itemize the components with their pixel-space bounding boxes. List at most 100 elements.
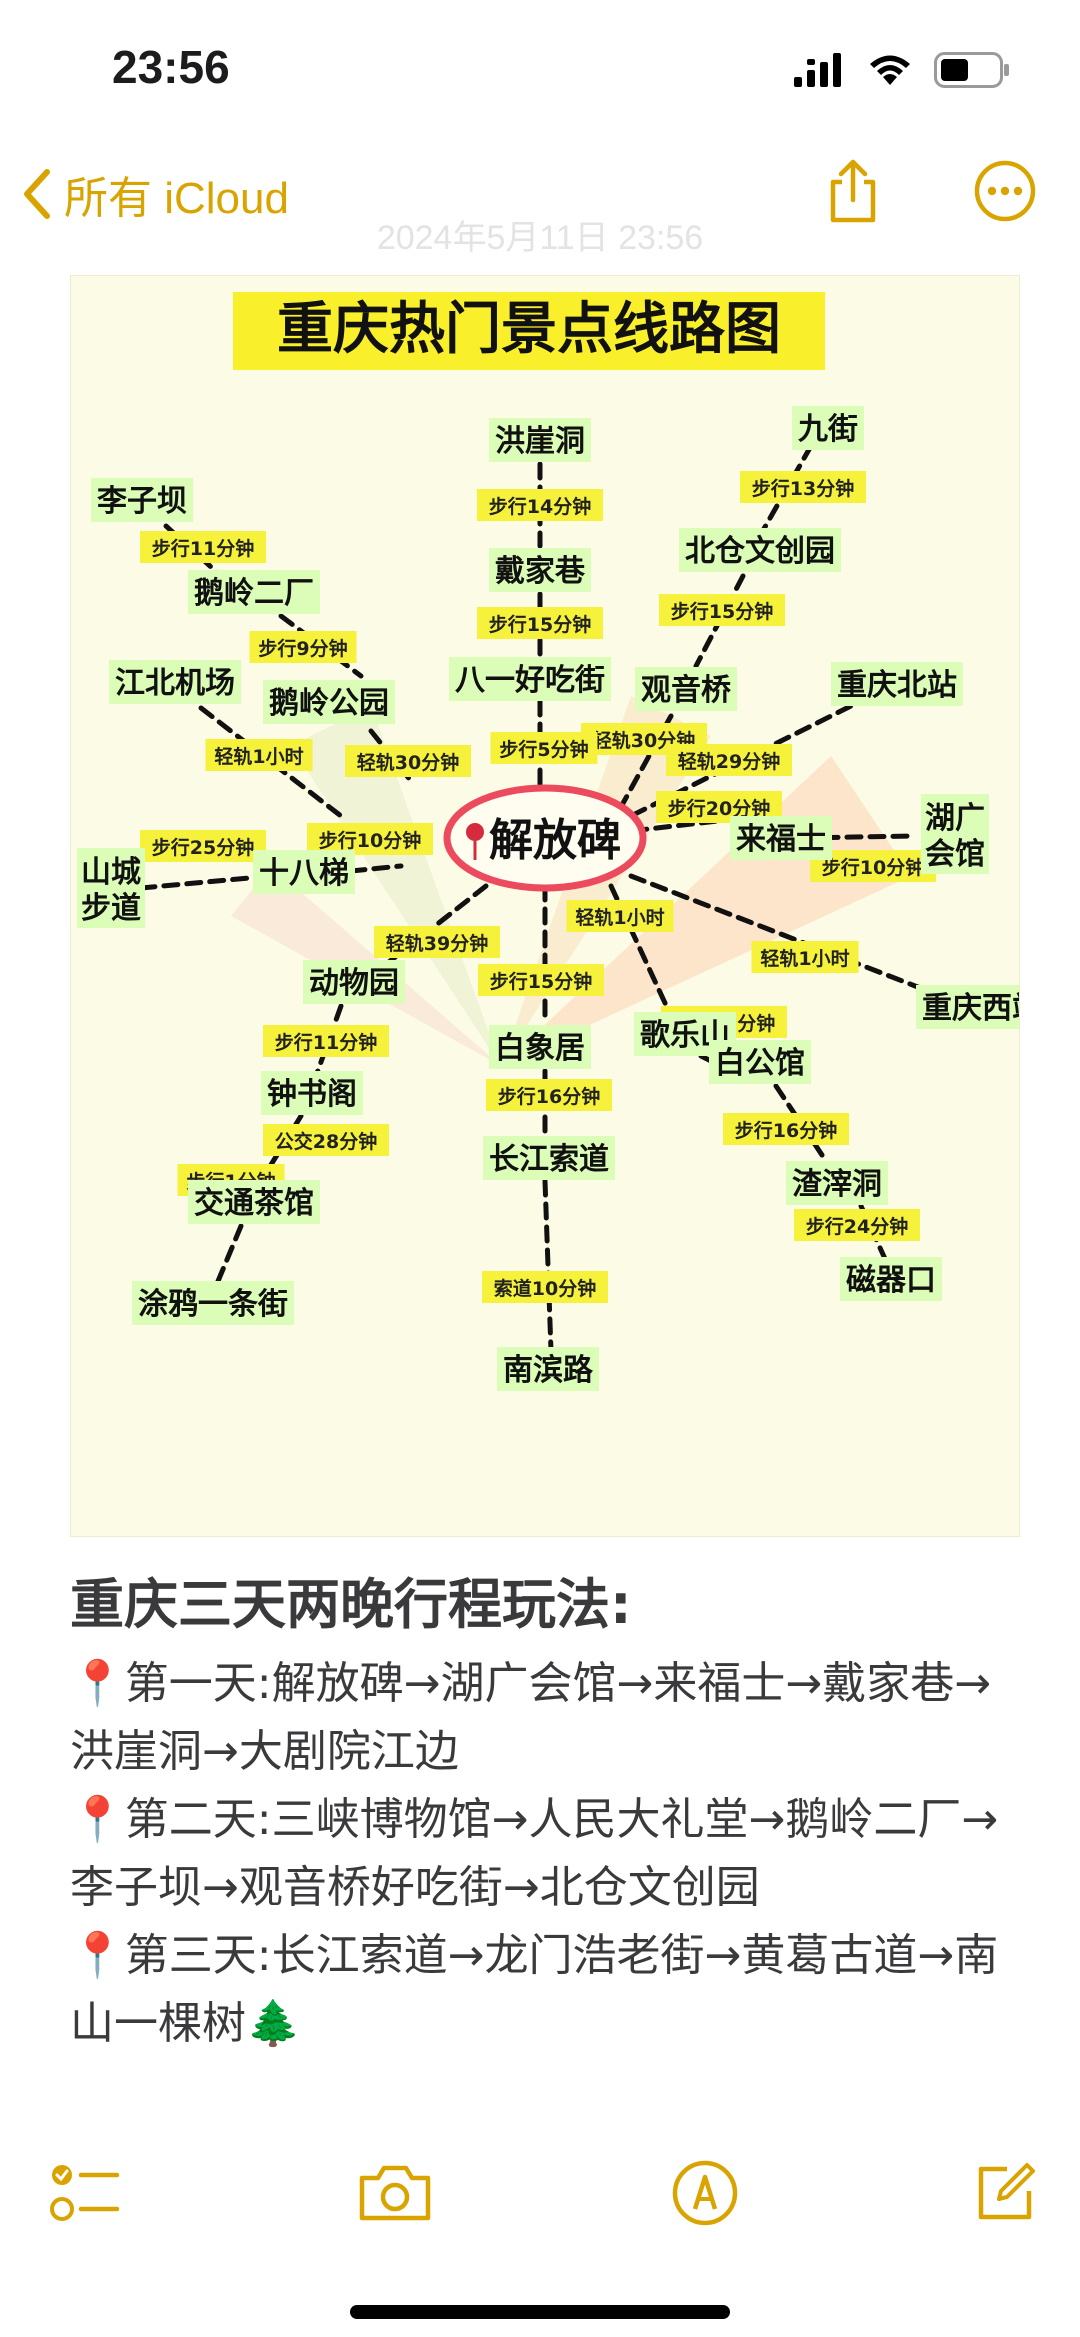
battery-icon [934,52,1009,88]
map-title-background [233,292,825,370]
segment-label-bg-18 [566,900,674,932]
station-label-baixiangju: 白象居 [495,1031,585,1066]
station-bg-baigongguan [709,1040,811,1084]
station-label-daijiaxiang: 戴家巷 [495,554,586,589]
station-label-huguang: 湖广 [925,801,985,836]
camera-button[interactable] [350,2148,440,2238]
camera-icon [359,2165,431,2221]
station-bg-jiangbei [109,660,241,704]
segment-label-bg-7 [205,739,313,771]
station-bg-tuya [132,1281,294,1325]
segment-label-bg-12 [140,830,266,862]
segment-label-bg-10 [666,744,792,776]
station-label-lizba: 李子坝 [97,484,187,519]
station-label-shancheng: 山城 [81,855,141,890]
segment-label-10: 轻轨29分钟 [678,750,780,773]
station-bg-shancheng [77,848,145,928]
station-bg-bayi [449,657,611,701]
station-label-laifushi: 来福士 [736,822,826,857]
station-label-baigongguan: 白公馆 [715,1046,805,1081]
background-decoration-2 [291,706,501,1066]
checklist-button[interactable] [40,2148,130,2238]
segment-label-bg-23 [263,1124,389,1156]
segment-label-bg-9 [490,732,598,764]
segment-label-12: 步行25分钟 [152,836,254,859]
station-bg-huguang [921,794,989,874]
segment-label-bg-3 [659,594,785,626]
station-label-jiaotong: 交通茶馆 [194,1186,314,1221]
station-label-nanbin: 南滨路 [503,1353,594,1388]
segment-label-bg-26 [482,1271,608,1303]
station-bg-lizba [91,478,193,522]
station-label-eling2: 鹅岭二厂 [194,576,314,611]
back-label: 所有 iCloud [64,174,289,223]
segment-label-0: 步行14分钟 [489,495,591,518]
route-line-8 [613,713,674,819]
map-title: 重庆热门景点线路图 [277,297,781,362]
station-bg-hongyadong [489,418,591,462]
station-label-jiujie: 九街 [798,412,858,447]
station-label-ciqikou: 磁器口 [846,1263,936,1298]
more-icon [974,160,1036,222]
segment-label-bg-16 [374,926,500,958]
markup-button[interactable] [660,2148,750,2238]
station-bg-guanyinqiao [635,667,737,711]
station-label-bayi: 八一好吃街 [455,663,605,698]
back-button[interactable]: 所有 iCloud [22,162,289,226]
segment-label-bg-20 [263,1025,389,1057]
station-label-zoo: 动物园 [309,966,399,1001]
station-bg-cqwest [916,985,1019,1029]
station-bg-daijiaxiang [489,548,591,592]
segment-label-bg-17 [478,964,604,996]
segment-label-13: 步行10分钟 [319,829,421,852]
segment-label-18: 轻轨1小时 [575,906,664,929]
compose-icon [978,2163,1035,2220]
share-button[interactable] [818,156,888,226]
station-label-cqnorth: 重庆北站 [837,668,957,703]
station-label-jiangbei: 江北机场 [115,666,235,701]
segment-label-bg-0 [477,489,603,521]
route-line-15 [628,873,944,999]
home-indicator[interactable] [350,2305,730,2319]
segment-label-11: 步行20分钟 [668,797,770,820]
segment-label-bg-24 [794,1209,920,1241]
pen-markup-icon [672,2160,738,2226]
note-body[interactable]: 📍第一天:解放碑→湖广会馆→来福士→戴家巷→洪崖洞→大剧院江边 📍第二天:三峡博… [70,1650,1020,2058]
chevron-left-icon [24,169,50,219]
station-label-changjiang: 长江索道 [489,1142,609,1177]
route-line-10 [628,693,874,819]
more-button[interactable] [970,156,1040,226]
station-bg-ciqikou [840,1257,942,1301]
station-bg-eling2 [188,570,320,614]
station-label-shibati: 十八梯 [259,856,349,891]
segment-label-17: 步行15分钟 [490,970,592,993]
station-label-zhongshuge: 钟书阁 [267,1077,357,1112]
segment-label-bg-4 [477,607,603,639]
segment-label-9: 步行5分钟 [499,738,588,761]
segment-label-bg-21 [486,1079,612,1111]
station-bg-elingpark [263,680,395,724]
station-bg-changjiang [483,1136,615,1180]
segment-label-14: 步行10分钟 [822,856,924,879]
segment-label-7: 轻轨1小时 [214,745,303,768]
station-label-zhazidong: 渣滓洞 [792,1167,882,1202]
checklist-icon [50,2165,120,2221]
segment-label-23: 公交28分钟 [275,1130,377,1153]
station-label-hongyadong: 洪崖洞 [495,424,585,459]
route-line-14 [798,833,914,841]
itinerary-day2: 📍第二天:三峡博物馆→人民大礼堂→鹅岭二厂→李子坝→观音桥好吃街→北仓文创园 [70,1794,999,1913]
compose-button[interactable] [960,2148,1050,2238]
station-bg-nanbin [497,1347,599,1391]
segment-label-bg-13 [307,823,433,855]
station-bg-laifushi [730,816,832,860]
station-label-beicang: 北仓文创园 [685,534,835,569]
segment-label-bg-1 [740,471,866,503]
segment-label-bg-15 [751,941,859,973]
route-map-svg: 重庆热门景点线路图步行14分钟步行13分钟步行11分钟步行15分钟步行15分钟步… [77,292,1019,1391]
route-line-26 [542,1178,554,1354]
cellular-signal-icon [794,53,841,87]
status-bar: 23:56 [0,0,1080,140]
segment-label-1: 步行13分钟 [752,477,854,500]
station-label-huguang-line2: 会馆 [925,837,985,872]
route-line-13 [348,863,404,874]
